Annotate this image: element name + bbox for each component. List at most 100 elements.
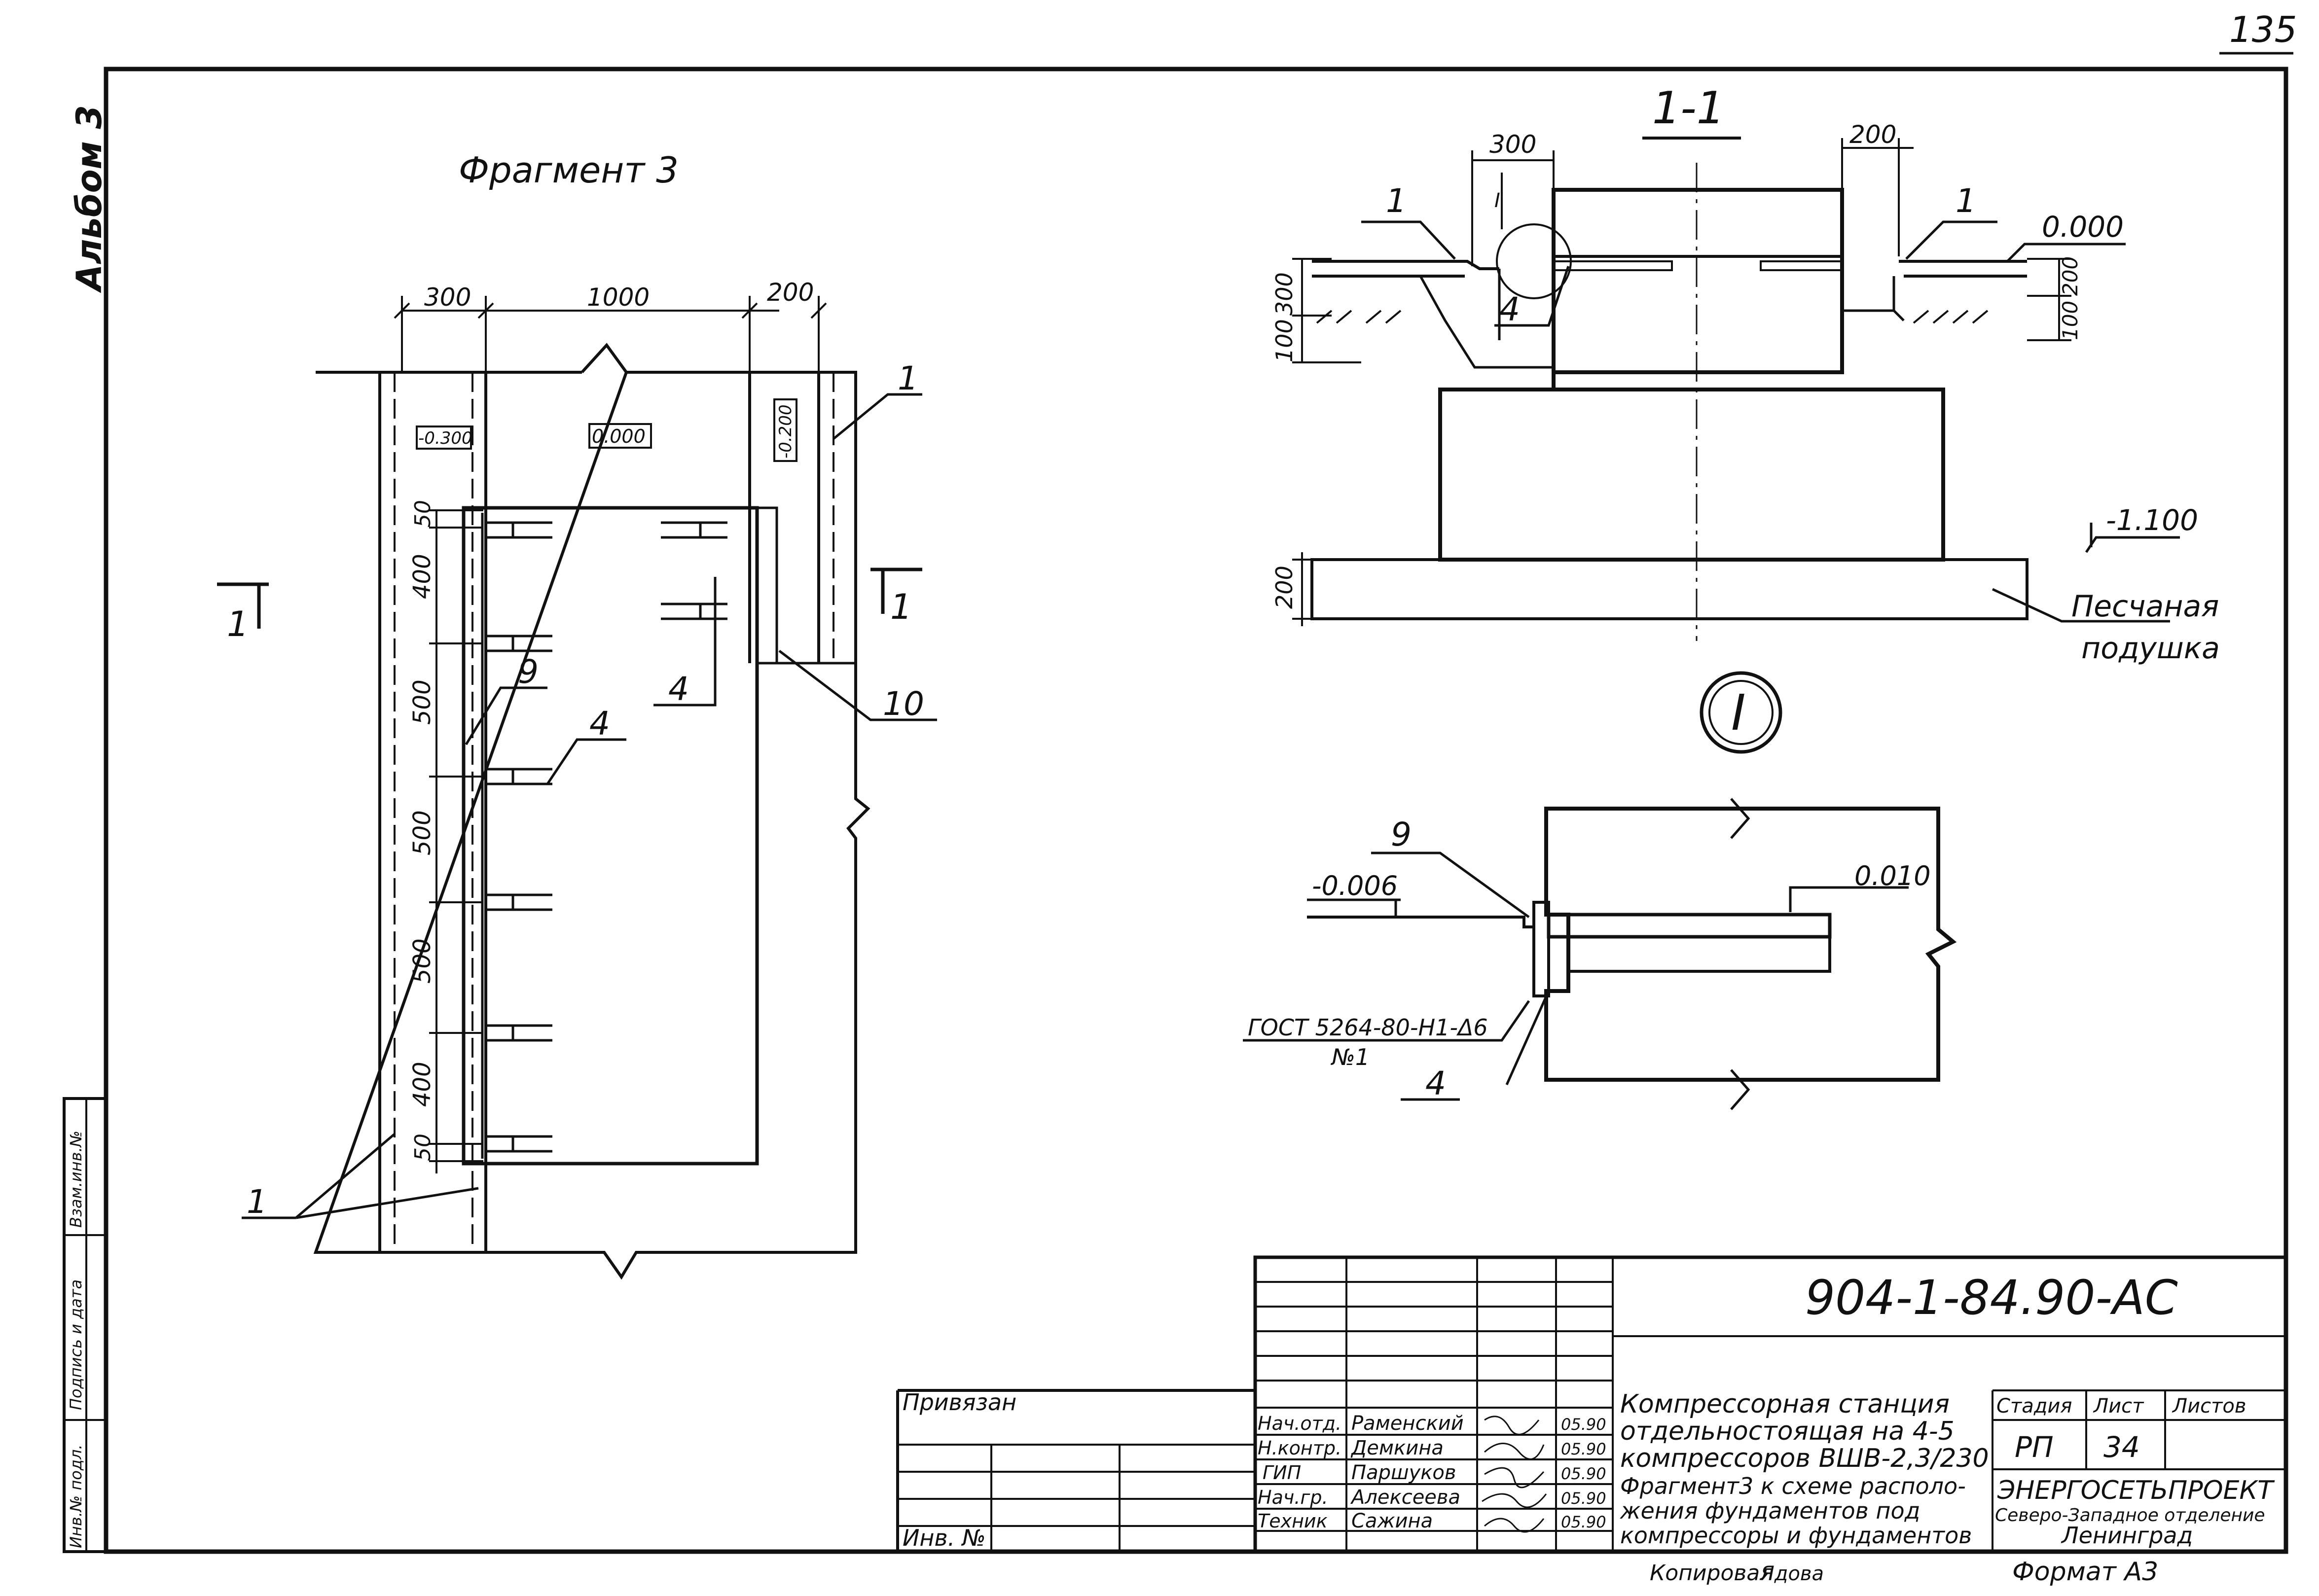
anchor (486, 768, 552, 785)
document-code: 904-1-84.90-АС (1805, 1270, 2178, 1325)
role-chief-engineer: ГИП (1263, 1462, 1301, 1484)
format-label: Формат А3 (2012, 1557, 2158, 1587)
elevation-leader-1100 (2085, 523, 2180, 553)
detail-elevation-leader-left (1307, 898, 1401, 917)
dim-left-50-top: 50 (410, 500, 435, 528)
title-block-grid (898, 1257, 2286, 1552)
detail-i-inner-circle (1708, 680, 1774, 745)
section-title: 1-1 (1652, 82, 1725, 134)
title-block: 904-1-84.90-АС Привязан Инв. № Нач.отд. … (896, 1255, 2288, 1587)
node-i-circle (1496, 223, 1572, 299)
dim-100-left: 100 (1271, 319, 1298, 362)
album-label: Альбом 3 (69, 105, 109, 293)
elevation-box-right (773, 398, 797, 462)
detail-weld-note: ГОСТ 5264-80-Н1-Δ6 (1248, 1014, 1488, 1041)
sheet-title-3: компрессоры и фундаментов (1620, 1522, 1972, 1549)
elevation-center: 0.000 (592, 426, 646, 447)
org-name: ЭНЕРГОСЕТЬПРОЕКТ (1997, 1476, 2275, 1505)
dim-left-500-a: 500 (408, 679, 436, 725)
role-norm-control: Н.контр. (1258, 1437, 1341, 1459)
dim-top-300: 300 (424, 283, 471, 312)
callout-1-right: 1 (898, 359, 918, 397)
object-title-3: компрессоров ВШВ-2,3/230 (1620, 1444, 1989, 1473)
fragment-title: Фрагмент 3 (459, 149, 679, 191)
callout-4-mid: 4 (589, 705, 610, 743)
outer-frame (104, 67, 2288, 1554)
right-trench-block (756, 506, 778, 665)
sand-leader (1992, 588, 2170, 623)
dim-top-200: 200 (767, 278, 814, 307)
date-2: 05.90 (1561, 1440, 1606, 1458)
insulation-layer (1552, 188, 1844, 258)
elevation-1100: -1.100 (2106, 503, 2198, 537)
upper-foundation-block (1552, 188, 1844, 374)
anchor (486, 635, 552, 652)
sand-cushion (1310, 558, 2029, 620)
top-dimension-chain (394, 296, 827, 372)
detail-plate (1532, 901, 1550, 997)
name-1: Раменский (1351, 1412, 1464, 1435)
org-city: Ленинград (2061, 1522, 2193, 1549)
node-i-label: I (1494, 189, 1500, 212)
detail-floor-line (1307, 916, 1534, 928)
dim-200-right: 200 (2058, 256, 2082, 296)
dim-left-400-top: 400 (408, 554, 436, 599)
floor-slab-right (1899, 260, 2027, 278)
page-number: 135 (2229, 9, 2297, 50)
detail-elevation-right: 0.010 (1854, 860, 1931, 891)
section-1-1: 1-1 300 200 300 100 200 1 (1271, 82, 2220, 666)
org-branch: Северо-Западное отделение (1995, 1505, 2265, 1525)
section-dimensions (1292, 138, 2071, 626)
sheet-title-2: жения фундаментов под (1620, 1497, 1920, 1524)
detail-elevation-left: -0.006 (1312, 870, 1398, 901)
copied-by-label: Копировал (1650, 1561, 1774, 1586)
section-cut-right (870, 567, 922, 614)
side-stamp-replacement: Взам.инв.№ (67, 1131, 85, 1228)
callout-4: 4 (1499, 290, 1520, 328)
detail-callout-4: 4 (1425, 1064, 1446, 1102)
date-5: 05.90 (1561, 1513, 1606, 1531)
inventory-label: Инв. № (903, 1525, 986, 1551)
date-3: 05.90 (1561, 1464, 1606, 1483)
section-mark-right: 1 (890, 587, 912, 627)
foundation-step (1440, 338, 1943, 391)
dim-200-sand: 200 (1271, 566, 1298, 609)
role-group-head: Нач.гр. (1258, 1487, 1328, 1508)
sheet-value: 34 (2103, 1430, 2140, 1464)
section-leaders (1361, 220, 1997, 327)
floor-slab-left (1312, 260, 1499, 278)
name-4: Алексеева (1350, 1486, 1460, 1509)
detail-i-mark: I (1731, 684, 1746, 742)
title-block-frame (1253, 1255, 2288, 1554)
dim-top-1000: 1000 (587, 283, 650, 312)
elevation-0000: 0.000 (2042, 210, 2124, 244)
ground-marks-left (1316, 310, 1402, 324)
sheet-title-1: Фрагмент3 к схеме располо- (1620, 1473, 1966, 1499)
section-mark-left: 1 (227, 604, 249, 644)
plan-leaders (242, 393, 937, 1219)
detail-elevation-leader-right (1789, 886, 1909, 912)
anchor (661, 603, 727, 620)
compressor-foundation (462, 506, 759, 1166)
bound-label: Привязан (903, 1389, 1016, 1416)
anchor (486, 1024, 552, 1042)
role-head-of-dept: Нач.отд. (1258, 1413, 1341, 1434)
trench-right (1842, 276, 1905, 321)
callout-9: 9 (518, 653, 539, 691)
sheets-label: Листов (2172, 1395, 2246, 1418)
ground-marks-right (1913, 310, 1989, 324)
callout-1-left: 1 (1386, 182, 1407, 220)
elevation-left: -0.300 (418, 428, 472, 448)
anchor (486, 521, 552, 539)
dim-200-top: 200 (1849, 120, 1896, 149)
object-title-1: Компрессорная станция (1620, 1389, 1950, 1419)
detail-concrete-block (1544, 807, 1957, 1082)
callout-1-right: 1 (1956, 182, 1976, 220)
sheet-label: Лист (2093, 1395, 2144, 1418)
dim-300-left: 300 (1271, 272, 1298, 316)
stage-value: РП (2015, 1430, 2054, 1464)
date-1: 05.90 (1561, 1415, 1606, 1434)
detail-callout-9: 9 (1391, 816, 1412, 853)
name-3: Паршуков (1351, 1461, 1456, 1484)
